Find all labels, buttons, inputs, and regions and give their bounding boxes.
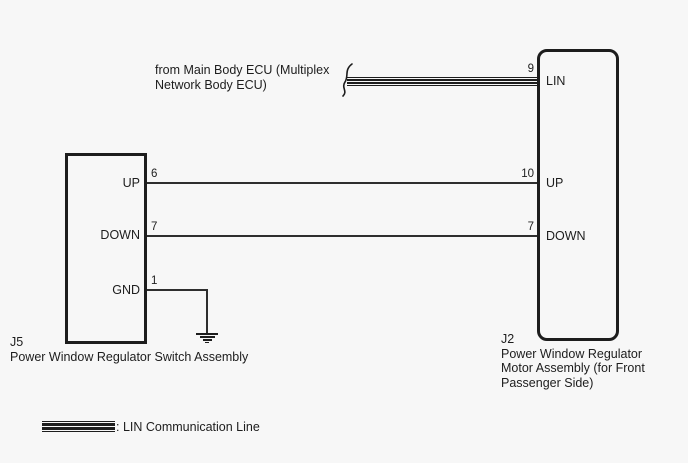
switch-assembly-caption: J5 Power Window Regulator Switch Assembl… xyxy=(10,335,248,364)
pin-number-6: 6 xyxy=(151,168,158,180)
pin-label-up-right: UP xyxy=(546,176,564,190)
motor-assembly-name-line1: Power Window Regulator xyxy=(501,346,643,361)
legend-label: : LIN Communication Line xyxy=(116,420,260,434)
lin-wire-symbol xyxy=(347,77,538,86)
switch-assembly-name: Power Window Regulator Switch Assembly xyxy=(10,349,249,364)
motor-assembly-box: LIN UP DOWN xyxy=(537,49,619,341)
wire-down xyxy=(147,235,538,237)
motor-assembly-name-line3: Passenger Side) xyxy=(501,375,594,390)
pin-label-up: UP xyxy=(122,176,140,190)
pin-label-lin: LIN xyxy=(546,74,566,88)
wire-up xyxy=(147,182,538,184)
motor-assembly-caption: J2 Power Window Regulator Motor Assembly… xyxy=(501,332,645,390)
pin-number-7-left: 7 xyxy=(151,221,158,233)
pin-number-10: 10 xyxy=(521,168,534,180)
ecu-source-note: from Main Body ECU (Multiplex Network Bo… xyxy=(155,63,329,92)
ecu-source-note-line2: Network Body ECU) xyxy=(155,77,267,92)
pin-label-down: DOWN xyxy=(100,228,140,242)
legend-lin-line-symbol xyxy=(42,421,115,432)
pin-label-gnd: GND xyxy=(112,283,140,297)
connector-id-j2: J2 xyxy=(501,332,515,346)
pin-number-1: 1 xyxy=(151,275,158,287)
wire-break-icon xyxy=(342,63,353,97)
switch-assembly-box: UP DOWN GND xyxy=(65,153,147,344)
pin-label-down-right: DOWN xyxy=(546,229,586,243)
pin-number-9: 9 xyxy=(527,63,534,75)
connector-id-j5: J5 xyxy=(10,335,24,349)
motor-assembly-name-line2: Motor Assembly (for Front xyxy=(501,361,645,375)
wire-gnd-vertical xyxy=(206,289,208,334)
ground-icon xyxy=(196,333,218,343)
pin-number-7-right: 7 xyxy=(527,221,534,233)
ecu-source-note-line1: from Main Body ECU (Multiplex xyxy=(155,63,330,77)
wire-gnd-horizontal xyxy=(145,289,207,291)
